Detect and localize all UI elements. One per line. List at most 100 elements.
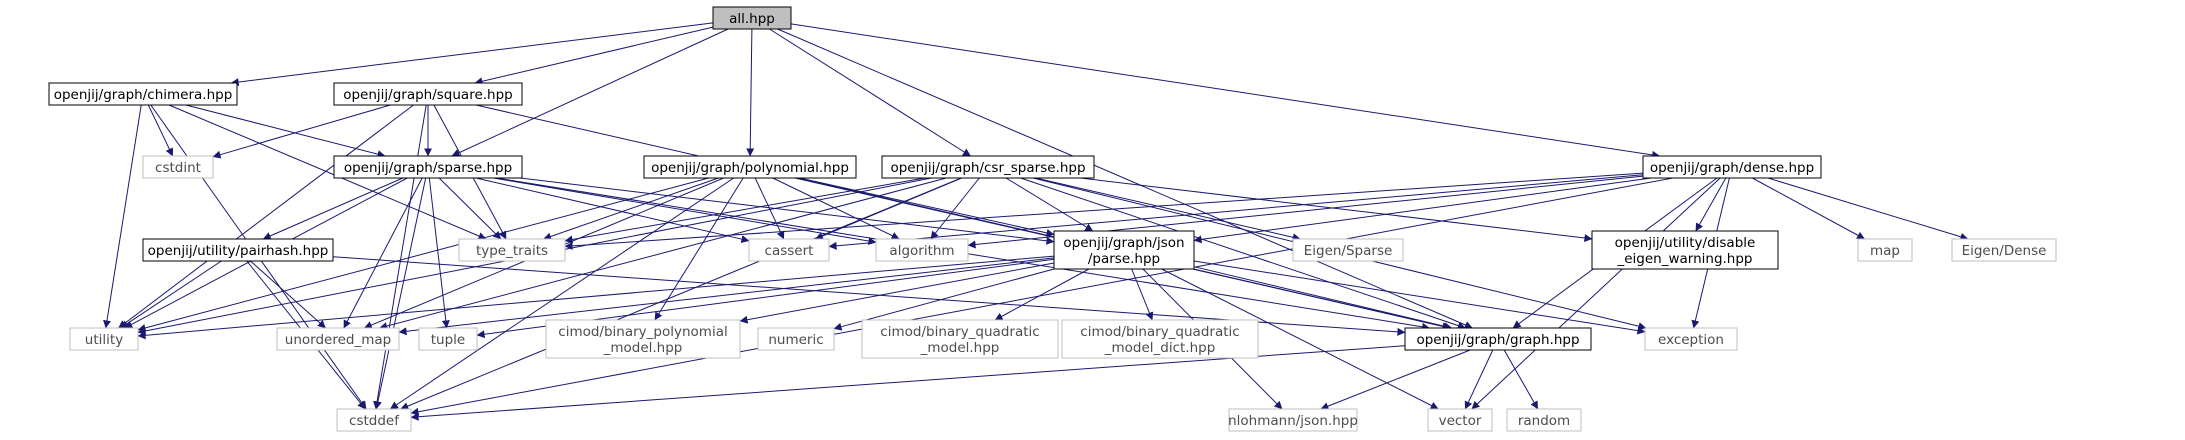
- node-label-square: openjij/graph/square.hpp: [343, 87, 513, 103]
- node-box-csr_sparse: [881, 155, 1095, 179]
- node-box-algorithm: [875, 238, 969, 262]
- node-label-utility: utility: [85, 332, 123, 348]
- edge-dense-to-cassert: [828, 174, 1644, 250]
- node-square[interactable]: openjij/graph/square.hpp: [333, 82, 523, 106]
- node-vector: vector: [1427, 408, 1493, 432]
- node-tuple: tuple: [418, 327, 478, 351]
- edge-graph-to-nlohmann: [1320, 349, 1471, 410]
- node-label-map: map: [1870, 243, 1900, 259]
- edge-chimera-to-type_traits: [168, 104, 487, 240]
- edge-all-to-chimera: [230, 22, 714, 87]
- node-label-cimod_quad: cimod/binary_quadratic: [880, 324, 1039, 340]
- edge-csr_sparse-to-algorithm: [930, 177, 980, 240]
- edge-chimera-to-sparse: [185, 104, 386, 158]
- node-box-random: [1506, 408, 1582, 432]
- node-label-csr_sparse: openjij/graph/csr_sparse.hpp: [890, 160, 1085, 176]
- node-label-eigen_dense: Eigen/Dense: [1962, 243, 2047, 259]
- edge-dense-to-json_parse: [1193, 177, 1652, 244]
- edge-all-to-polynomial: [746, 28, 755, 157]
- edge-polynomial-to-cstddef: [389, 177, 734, 410]
- node-random: random: [1506, 408, 1582, 432]
- node-label-type_traits: type_traits: [476, 243, 548, 259]
- node-sparse[interactable]: openjij/graph/sparse.hpp: [333, 155, 523, 179]
- node-box-square: [333, 82, 523, 106]
- node-cassert: cassert: [748, 238, 830, 262]
- node-box-exception: [1644, 327, 1738, 351]
- edge-all-to-graph: [777, 28, 1473, 329]
- edge-square-to-utility: [118, 104, 414, 329]
- node-csr_sparse[interactable]: openjij/graph/csr_sparse.hpp: [881, 155, 1095, 179]
- node-label-disable_eigen: openjij/utility/disable: [1615, 235, 1756, 251]
- node-cimod_poly: cimod/binary_polynomial_model.hpp: [545, 319, 741, 359]
- edge-square-to-cstdint: [212, 104, 391, 159]
- node-label-numeric: numeric: [768, 332, 823, 348]
- node-label-sparse: openjij/graph/sparse.hpp: [344, 160, 512, 176]
- edge-pairhash-to-utility: [120, 260, 222, 329]
- node-box-tuple: [418, 327, 478, 351]
- edge-sparse-to-type_traits: [438, 177, 502, 240]
- node-label-json_parse: /parse.hpp: [1088, 251, 1160, 267]
- node-algorithm: algorithm: [875, 238, 969, 262]
- node-box-sparse: [333, 155, 523, 179]
- node-pairhash[interactable]: openjij/utility/pairhash.hpp: [142, 238, 334, 262]
- edge-all-to-csr_sparse: [769, 28, 971, 157]
- edge-csr_sparse-to-eigen_sparse: [1035, 177, 1301, 242]
- node-label-algorithm: algorithm: [889, 243, 954, 259]
- node-map: map: [1857, 238, 1913, 262]
- node-disable_eigen[interactable]: openjij/utility/disable_eigen_warning.hp…: [1591, 230, 1779, 270]
- node-label-all: all.hpp: [729, 11, 775, 27]
- edge-polynomial-to-utility: [137, 177, 709, 332]
- node-box-graph: [1404, 327, 1592, 351]
- node-nlohmann: nlohmann/json.hpp: [1228, 408, 1358, 432]
- edge-json_parse-to-numeric: [833, 268, 1055, 331]
- edge-csr_sparse-to-type_traits: [564, 177, 925, 244]
- node-cimod_quad: cimod/binary_quadratic_model.hpp: [861, 319, 1059, 359]
- node-utility: utility: [69, 327, 139, 351]
- edge-json_parse-to-unordered_map: [398, 257, 1055, 336]
- edge-sparse-to-cstddef: [373, 177, 427, 410]
- node-dense[interactable]: openjij/graph/dense.hpp: [1642, 155, 1822, 179]
- edge-all-to-square: [474, 26, 714, 86]
- node-box-dense: [1642, 155, 1822, 179]
- edge-pairhash-to-unordered_map: [250, 260, 326, 329]
- node-label-unordered_map: unordered_map: [285, 332, 391, 348]
- edge-dense-to-vector: [1471, 177, 1721, 410]
- node-label-cimod_quad_dict: cimod/binary_quadratic: [1080, 324, 1239, 340]
- edge-sparse-to-algorithm: [493, 177, 877, 245]
- edge-dense-to-type_traits: [564, 172, 1644, 250]
- node-box-unordered_map: [276, 327, 400, 351]
- node-box-polynomial: [643, 155, 857, 179]
- edge-all-to-dense: [790, 23, 1661, 159]
- edge-json_parse-to-cimod_quad: [994, 268, 1090, 321]
- node-numeric: numeric: [757, 327, 835, 351]
- node-label-nlohmann: nlohmann/json.hpp: [1228, 413, 1358, 429]
- node-box-cimod_quad: [861, 319, 1059, 359]
- edge-dense-to-eigen_dense: [1767, 177, 1969, 241]
- node-cimod_quad_dict: cimod/binary_quadratic_model_dict.hpp: [1061, 319, 1259, 359]
- edge-chimera-to-cstdint: [147, 104, 174, 157]
- edge-dense-to-map: [1752, 177, 1866, 240]
- node-chimera[interactable]: openjij/graph/chimera.hpp: [48, 82, 238, 106]
- edge-sparse-to-unordered_map: [343, 177, 423, 329]
- node-all[interactable]: all.hpp: [712, 6, 792, 30]
- node-box-numeric: [757, 327, 835, 351]
- edge-dense-to-cstddef: [410, 177, 1674, 416]
- node-box-cassert: [748, 238, 830, 262]
- node-box-utility: [69, 327, 139, 351]
- node-graph[interactable]: openjij/graph/graph.hpp: [1404, 327, 1592, 351]
- node-polynomial[interactable]: openjij/graph/polynomial.hpp: [643, 155, 857, 179]
- edge-csr_sparse-to-cstddef: [400, 177, 962, 410]
- node-box-map: [1857, 238, 1913, 262]
- node-label-cimod_poly: cimod/binary_polynomial: [558, 324, 727, 340]
- node-json_parse[interactable]: openjij/graph/json/parse.hpp: [1053, 230, 1195, 270]
- edge-sparse-to-json_parse: [520, 177, 1055, 245]
- edge-square-to-cstddef: [373, 104, 427, 410]
- node-box-json_parse: [1053, 230, 1195, 270]
- node-box-nlohmann: [1228, 408, 1358, 432]
- node-cstdint: cstdint: [142, 155, 214, 179]
- edge-csr_sparse-to-disable_eigen: [1080, 177, 1593, 242]
- node-eigen_dense: Eigen/Dense: [1951, 238, 2057, 262]
- node-label-cimod_quad_dict: _model_dict.hpp: [1104, 340, 1216, 356]
- node-box-pairhash: [142, 238, 334, 262]
